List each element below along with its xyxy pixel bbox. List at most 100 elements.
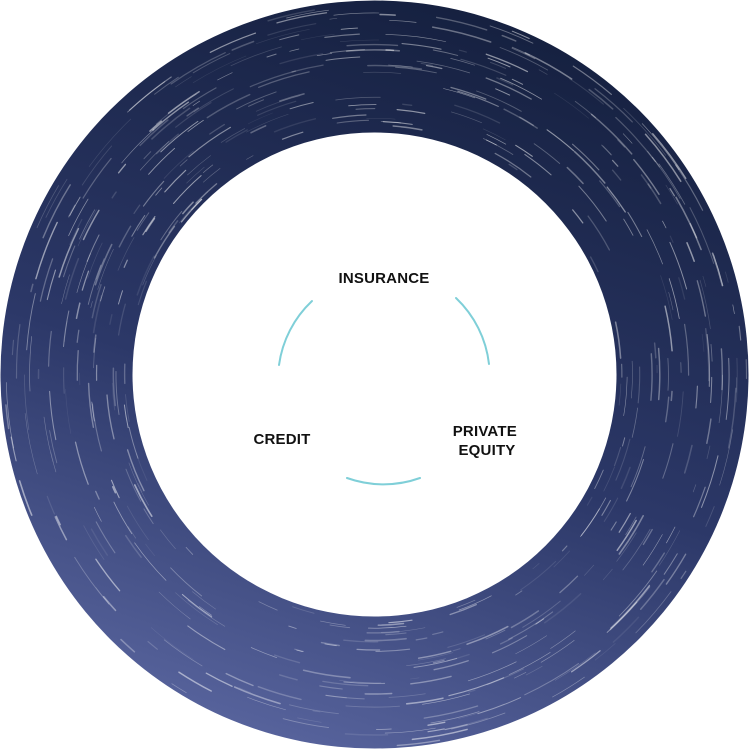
star-trail	[525, 665, 543, 676]
star-trail	[487, 57, 511, 68]
star-trail	[247, 112, 273, 125]
star-trail	[572, 209, 584, 224]
star-trail	[63, 367, 65, 394]
star-trail	[385, 34, 447, 42]
star-trail	[54, 516, 68, 541]
star-trail	[335, 96, 381, 101]
star-trail	[433, 660, 469, 671]
segment-label-credit: CREDIT	[253, 431, 310, 448]
star-trail	[476, 90, 522, 112]
star-trail	[248, 99, 265, 107]
star-trail	[289, 704, 339, 715]
star-trail	[111, 382, 116, 411]
star-trail	[343, 681, 386, 684]
star-trail	[182, 87, 217, 110]
star-trail	[620, 466, 631, 490]
star-trail	[364, 637, 407, 642]
star-trail	[411, 728, 468, 741]
star-trail	[594, 88, 633, 123]
star-trail	[389, 19, 417, 23]
star-trail	[126, 505, 149, 541]
star-trail	[606, 601, 638, 633]
star-trail	[15, 324, 21, 379]
star-trail	[128, 427, 139, 459]
star-trail	[345, 705, 400, 708]
star-trail	[500, 77, 543, 100]
star-trail	[450, 86, 487, 100]
star-trail	[125, 468, 142, 502]
star-trail	[515, 635, 547, 655]
star-trail	[701, 333, 705, 352]
star-trail	[451, 712, 506, 730]
star-trail	[622, 437, 626, 447]
star-trail	[250, 125, 267, 134]
star-trail	[69, 218, 83, 246]
star-trail	[301, 33, 335, 41]
star-trail	[601, 144, 612, 156]
star-trail	[718, 374, 723, 424]
star-trail	[149, 120, 162, 132]
star-trail	[187, 119, 204, 132]
star-trail	[109, 314, 113, 325]
star-trail	[485, 77, 532, 100]
star-trail	[385, 632, 407, 636]
star-trail	[713, 254, 724, 286]
star-trail	[102, 595, 117, 612]
star-trail	[145, 217, 156, 233]
star-trail	[267, 9, 316, 22]
star-trail	[110, 479, 120, 499]
star-trail	[611, 169, 622, 181]
star-trail	[710, 376, 713, 404]
star-trail	[627, 211, 643, 238]
star-trail	[356, 648, 381, 651]
star-trail	[209, 32, 257, 53]
star-trail	[48, 330, 52, 367]
star-trail	[91, 401, 95, 422]
star-trail	[668, 292, 674, 311]
star-trail	[692, 484, 697, 493]
star-trail	[670, 390, 673, 402]
star-trail	[603, 466, 615, 492]
star-trail	[631, 407, 638, 438]
star-trail	[322, 680, 369, 687]
star-trail	[286, 9, 329, 19]
star-trail	[524, 52, 573, 80]
star-trail	[158, 591, 191, 620]
star-trail	[95, 490, 100, 500]
star-trail	[625, 516, 637, 536]
star-trail	[732, 304, 735, 315]
star-trail	[524, 663, 580, 696]
star-trail	[42, 184, 71, 239]
cycle-arc-bottom	[346, 477, 421, 486]
star-trail	[87, 264, 102, 305]
star-trail	[705, 506, 715, 527]
star-trail	[573, 150, 606, 184]
star-trail	[209, 123, 225, 135]
star-trail	[94, 243, 113, 286]
star-trail	[482, 138, 514, 155]
star-trail	[112, 486, 117, 494]
star-trail	[128, 462, 149, 506]
star-trail	[660, 275, 673, 320]
star-trail	[699, 279, 711, 330]
star-trail	[324, 33, 360, 39]
star-trail	[559, 575, 579, 594]
star-trail	[406, 658, 446, 667]
star-trail	[123, 404, 129, 429]
star-trail	[92, 294, 103, 334]
star-trail	[617, 139, 626, 148]
star-trail	[410, 677, 420, 680]
star-trail	[644, 133, 682, 183]
star-trail	[511, 47, 536, 60]
star-trail	[458, 703, 505, 719]
star-trail	[652, 133, 687, 179]
star-trail	[90, 528, 109, 556]
star-trail	[175, 76, 192, 88]
star-trail	[665, 553, 687, 585]
star-trail	[377, 622, 405, 626]
star-trail	[319, 685, 343, 690]
star-trail	[231, 40, 255, 51]
star-trail	[363, 71, 402, 74]
star-trail	[94, 507, 102, 522]
star-trail	[460, 58, 507, 76]
